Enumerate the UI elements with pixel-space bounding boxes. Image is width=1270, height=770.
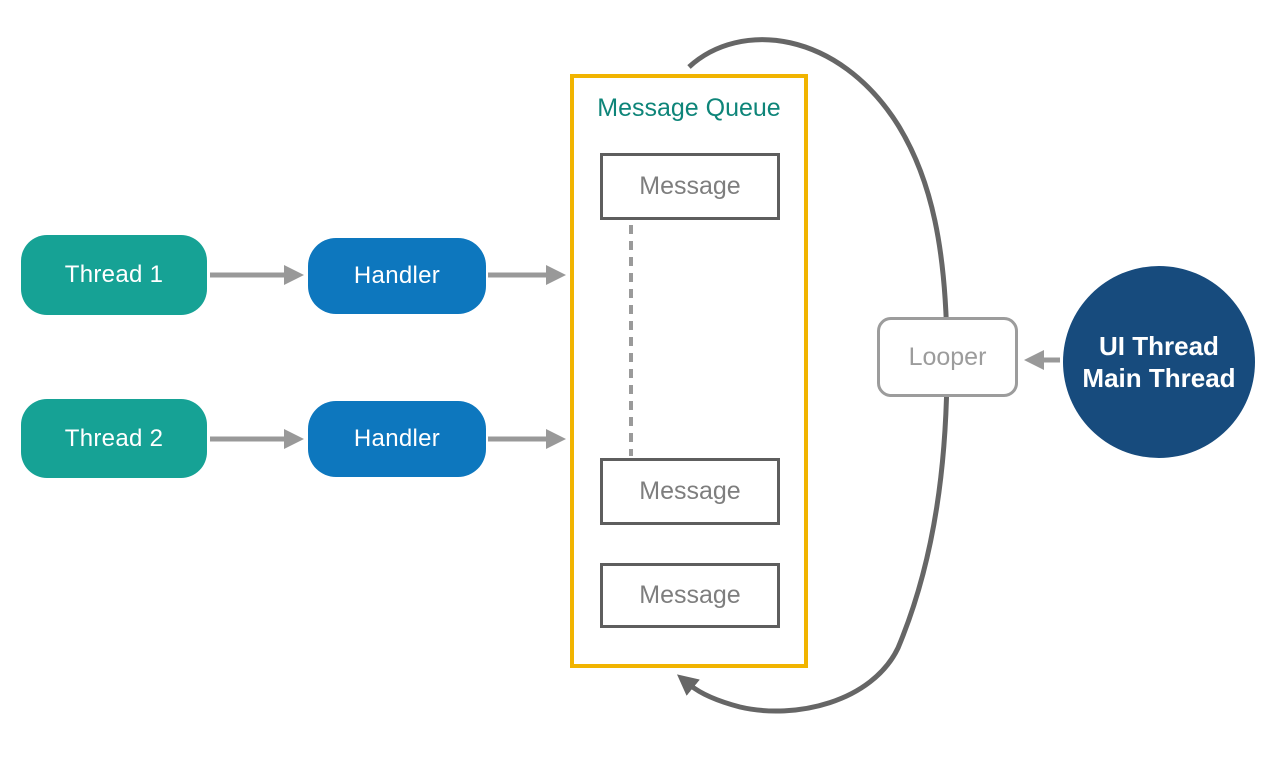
thread2-label: Thread 2 [64,424,164,452]
handler2-node: Handler [308,401,486,477]
message-2-label: Message [639,477,741,505]
message-queue-container: Message Queue Message Message Message [570,74,808,668]
queue-dashed-connector [629,225,633,456]
looper-label: Looper [908,342,987,371]
thread1-label: Thread 1 [64,261,164,288]
ui-thread-label-line1: UI Thread [1099,331,1219,361]
handler1-node: Handler [308,238,486,314]
looper-node: Looper [877,317,1018,397]
handler1-label: Handler [353,262,441,289]
looper-loop-arrow [676,37,950,714]
message-box-2: Message [600,458,780,525]
ui-thread-node: UI Thread Main Thread [1063,266,1255,458]
message-box-1: Message [600,153,780,220]
message-box-3: Message [600,563,780,628]
thread2-node: Thread 2 [21,399,207,478]
thread1-node: Thread 1 [21,235,207,315]
message-3-label: Message [639,581,741,609]
message-queue-title: Message Queue [597,94,781,122]
ui-thread-label-line2: Main Thread [1082,363,1236,393]
message-1-label: Message [639,172,741,200]
handler2-label: Handler [353,425,441,452]
